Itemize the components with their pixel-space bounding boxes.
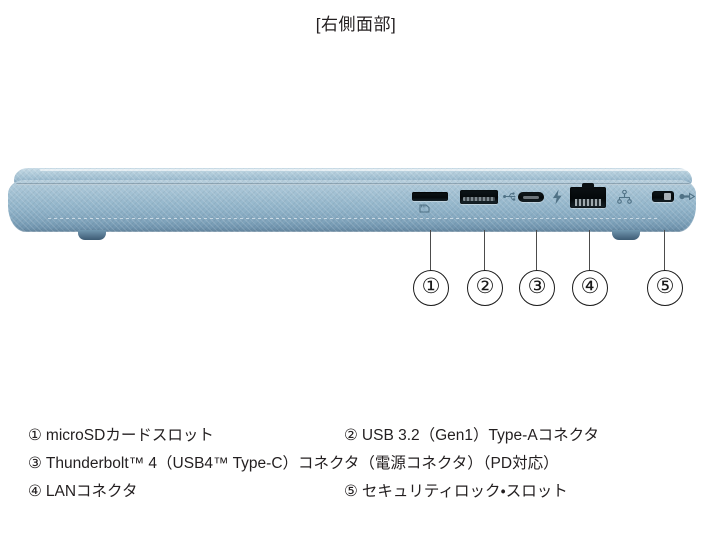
- kensington-lock-icon: [679, 192, 695, 201]
- legend-marker-3: ③: [28, 455, 42, 472]
- lock-slot-inner: [664, 193, 671, 200]
- rubber-foot-left: [78, 230, 106, 240]
- rj45-latch-notch: [582, 183, 594, 188]
- callout-leader-5: [664, 230, 665, 274]
- legend-label-3: Thunderbolt™ 4（USB4™ Type-C）コネクタ（電源コネクタ）…: [45, 455, 559, 472]
- microsd-card-slot: [412, 192, 448, 201]
- legend-marker-1: ①: [28, 427, 42, 444]
- callout-leader-1: [430, 230, 431, 274]
- legend-label-1: microSDカードスロット: [45, 427, 214, 444]
- usb-c-contact-blade: [523, 195, 539, 199]
- rj45-contact-pins: [575, 199, 601, 206]
- bottom-vent-seam: [48, 218, 658, 219]
- callout-leader-3: [536, 230, 537, 274]
- legend-label-2: USB 3.2（Gen1）Type-Aコネクタ: [361, 427, 600, 444]
- callout-leader-4: [589, 230, 590, 274]
- callout-number-4: ④: [572, 270, 608, 306]
- usb-type-a-port: [460, 190, 498, 204]
- page-title: [右側面部]: [315, 15, 397, 34]
- legend-marker-2: ②: [344, 427, 358, 444]
- callout-number-3: ③: [519, 270, 555, 306]
- callout-group: ① ② ③ ④ ⑤: [0, 230, 712, 310]
- security-lock-slot: [652, 191, 674, 202]
- usb-trident-icon: [503, 192, 517, 201]
- thunderbolt-bolt-icon: [552, 189, 563, 205]
- legend-label-5: セキュリティロック・スロット: [361, 483, 568, 500]
- usb-a-contact-tongue: [463, 197, 495, 201]
- rubber-foot-right: [612, 230, 640, 240]
- legend-label-4: LANコネクタ: [45, 483, 138, 500]
- network-nodes-icon: [617, 190, 632, 204]
- microsd-card-icon: [418, 204, 431, 213]
- legend-marker-4: ④: [28, 483, 42, 500]
- legend-marker-5: ⑤: [344, 483, 358, 500]
- thunderbolt-usb-type-c-port: [518, 192, 544, 202]
- lid-base-seam: [16, 183, 690, 185]
- lan-rj45-port: [570, 183, 606, 208]
- callout-leader-2: [484, 230, 485, 274]
- callout-number-5: ⑤: [647, 270, 683, 306]
- callout-number-2: ②: [467, 270, 503, 306]
- callout-number-1: ①: [413, 270, 449, 306]
- lid-highlight: [40, 169, 696, 171]
